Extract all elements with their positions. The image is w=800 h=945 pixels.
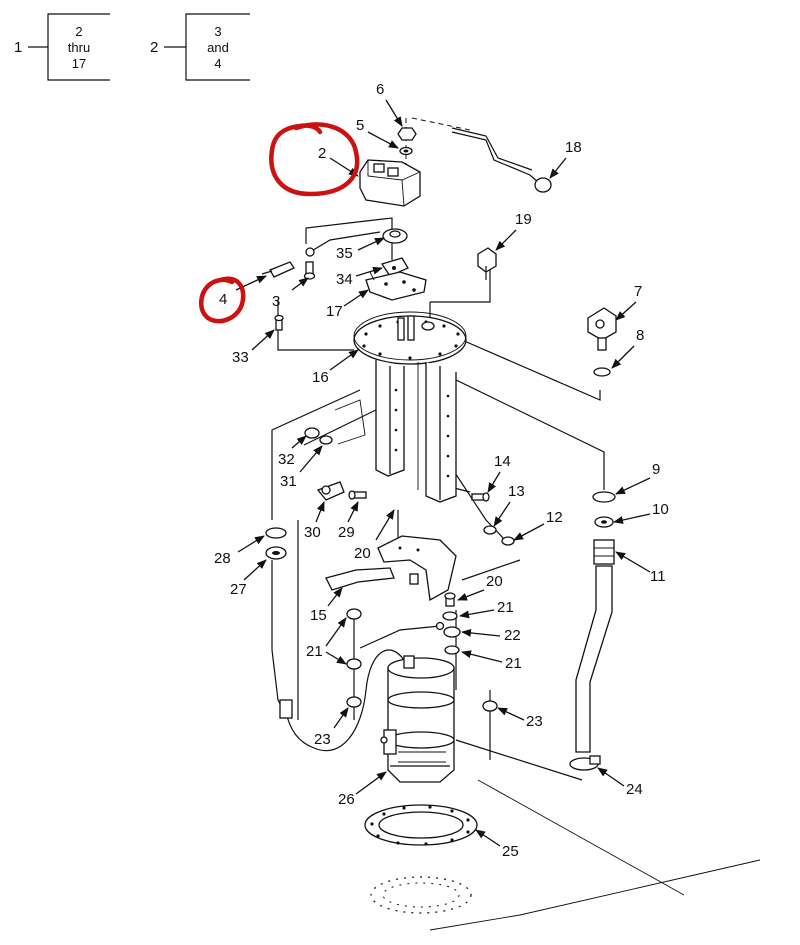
screw-14 (471, 492, 490, 502)
callout-19: 19 (515, 211, 532, 228)
washer-21-right-bottom (444, 645, 460, 655)
rod-18 (451, 127, 552, 193)
callout-32: 32 (278, 451, 295, 468)
callout-34: 34 (336, 271, 353, 288)
oring-8 (593, 367, 611, 377)
legend-ref-1: 1 (14, 39, 22, 56)
callout-20-left: 20 (354, 545, 371, 562)
tank-opening (370, 876, 472, 914)
callout-27: 27 (230, 581, 247, 598)
clamp-24 (569, 755, 601, 771)
pump-26 (383, 655, 455, 783)
bracket-15 (325, 567, 395, 591)
callout-11: 11 (650, 568, 666, 585)
callout-24: 24 (626, 781, 643, 798)
callout-15: 15 (310, 607, 327, 624)
callout-22: 22 (504, 627, 521, 644)
washer-10 (594, 516, 614, 528)
grommet-28 (265, 527, 287, 539)
ground-wire (359, 621, 445, 649)
terminal-4 (261, 261, 295, 278)
callout-26: 26 (338, 791, 355, 808)
callout-16: 16 (312, 369, 329, 386)
fitting-7 (587, 307, 617, 351)
washer-5 (399, 146, 413, 156)
legend-box-1: 1 2 thru 17 (14, 13, 110, 81)
bracket-17 (365, 271, 427, 301)
callout-6: 6 (376, 81, 384, 98)
screw-20 (444, 592, 456, 607)
coupling-11 (593, 539, 615, 565)
callout-7: 7 (634, 283, 642, 300)
callout-17: 17 (326, 303, 343, 320)
callout-18: 18 (565, 139, 582, 156)
legend-2-line-3: 4 (214, 56, 221, 71)
gasket-25 (364, 804, 478, 846)
callout-5: 5 (356, 117, 364, 134)
washer-21-left-bottom (346, 658, 362, 670)
nut-31 (319, 435, 333, 445)
nut-12 (501, 536, 515, 546)
callout-25: 25 (502, 843, 519, 860)
callout-23-left: 23 (314, 731, 331, 748)
grommet-27 (265, 546, 287, 560)
legend-box-2: 2 3 and 4 (150, 13, 250, 81)
callout-3: 3 (272, 293, 280, 310)
legend-1-line-2: thru (68, 40, 90, 55)
legend-ref-2: 2 (150, 39, 158, 56)
callout-30: 30 (304, 524, 321, 541)
nut-32 (304, 427, 320, 439)
clamp-30 (316, 481, 345, 501)
callout-21-left: 21 (306, 643, 323, 660)
pump-harness (271, 649, 405, 752)
callout-14: 14 (494, 453, 511, 470)
highlight-circle-2 (269, 122, 360, 197)
washer-9 (592, 491, 616, 503)
callout-28: 28 (214, 550, 231, 567)
elbow-19 (477, 247, 497, 280)
callout-2: 2 (318, 145, 326, 162)
callout-13: 13 (508, 483, 525, 500)
housing-2 (359, 159, 421, 207)
clamp-band-20 (377, 535, 457, 602)
screw-3 (303, 261, 316, 280)
callout-35: 35 (336, 245, 353, 262)
nut-13 (483, 525, 497, 535)
callout-31: 31 (280, 473, 297, 490)
legend-1-line-1: 2 (75, 24, 82, 39)
screw-29 (348, 490, 367, 500)
standpipe-channels (375, 360, 457, 503)
plate-34 (380, 257, 409, 277)
callout-20-right: 20 (486, 573, 503, 590)
lead-wire (305, 231, 381, 257)
nut-23-right (482, 700, 498, 712)
flange-16 (353, 311, 467, 365)
callout-8: 8 (636, 327, 644, 344)
callout-12: 12 (546, 509, 563, 526)
nut-6 (397, 127, 417, 141)
hose (575, 565, 613, 753)
callout-10: 10 (652, 501, 669, 518)
callout-33: 33 (232, 349, 249, 366)
screw-33 (274, 314, 284, 331)
legend-1-line-3: 17 (72, 56, 86, 71)
callout-23-right: 23 (526, 713, 543, 730)
callout-21-right-bottom: 21 (505, 655, 522, 672)
nut-23-left (346, 696, 362, 708)
grommet-35 (382, 228, 408, 244)
highlight-circle-4 (199, 276, 246, 324)
washer-21-right-top (442, 611, 458, 621)
washer-22 (443, 626, 461, 638)
callout-9: 9 (652, 461, 660, 478)
legend-2-line-1: 3 (214, 24, 221, 39)
legend-2-line-2: and (207, 40, 229, 55)
callout-4: 4 (219, 291, 227, 308)
callout-29: 29 (338, 524, 355, 541)
callouts: 2 3 4 5 6 7 8 9 10 11 12 13 14 (214, 81, 669, 860)
callout-21-right-top: 21 (497, 599, 514, 616)
highlight-annotations (199, 122, 360, 324)
washer-21-left-top (346, 608, 362, 620)
